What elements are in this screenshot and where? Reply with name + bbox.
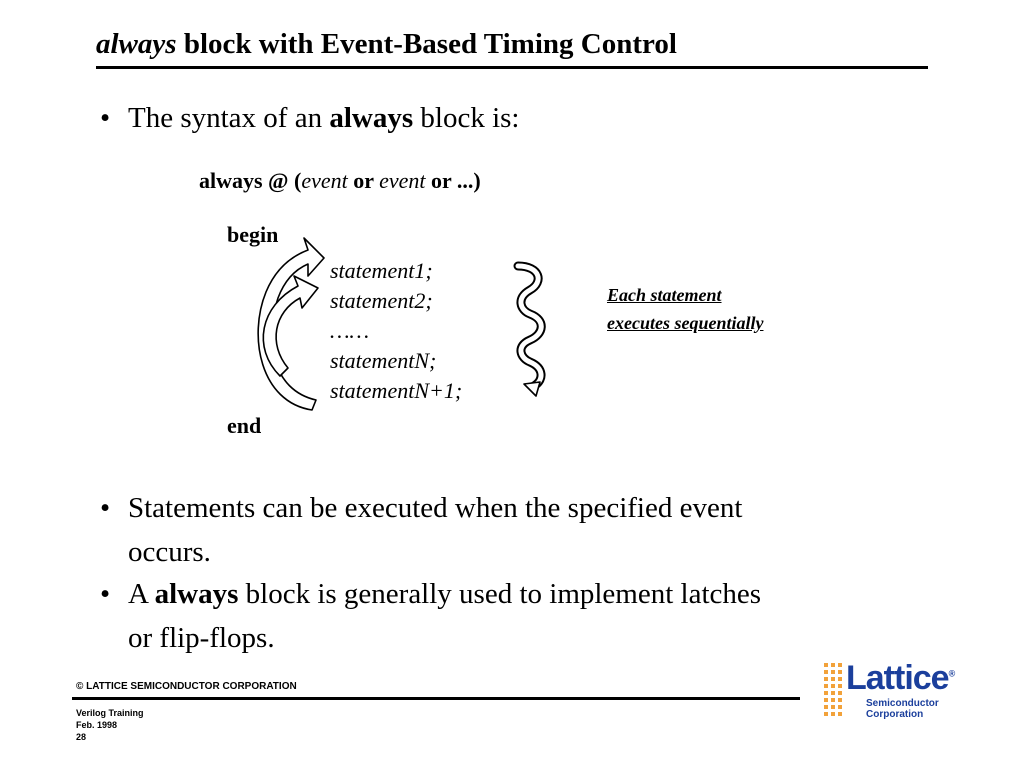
bullet-text-c: block is generally used to implement lat… [238,578,762,610]
logo-sub-2: Corporation [866,709,924,720]
logo-sub-1: Semiconductor [866,698,939,709]
bullet-usage: • A always block is generally used to im… [100,572,762,660]
lattice-logo: Lattice® Semiconductor Corporation [824,659,964,721]
footer-rule [72,697,800,700]
title-keyword: always [96,28,177,60]
logo-registered-mark: ® [948,668,956,679]
always-syntax-line: always @ (event or event or ...) [199,168,481,194]
sequential-note: Each statement executes sequentially [607,281,763,337]
bullet-line-2: occurs. [128,536,211,568]
kw-end: end [227,413,262,438]
bullet-line-2: or flip-flops. [128,622,275,654]
statement-ellipsis: …… [330,318,370,343]
title-underline [96,66,928,69]
statement-list: statement1; statement2; …… statementN; s… [330,256,462,406]
bullet-keyword: always [329,102,414,134]
statement-2: statement2; [330,288,433,313]
logo-name: Lattice [846,659,950,697]
footer-copyright: © LATTICE SEMICONDUCTOR CORPORATION [76,681,297,692]
logo-subtitle: Semiconductor Corporation [866,698,939,720]
note-line-2: executes sequentially [607,313,764,333]
bullet-marker: • [100,102,111,134]
bullet-line-1: Statements can be executed when the spec… [128,492,743,524]
event-1: event [301,168,348,193]
footer-date: Feb. 1998 [76,720,118,730]
bullet-text-a: The syntax of an [128,102,330,134]
logo-dot-grid-icon [824,663,842,716]
bullet-text-c: block is: [413,102,520,134]
bullet-text-a: A [128,578,155,610]
bullet-syntax: • The syntax of an always block is: [100,96,520,140]
note-line-1: Each statement [607,285,722,305]
footer-info: Verilog Training Feb. 1998 28 [76,707,144,743]
footer-page-number: 28 [76,732,87,742]
kw-begin: begin [227,222,279,247]
bullet-marker: • [100,492,111,524]
statement-n-plus-1: statementN+1; [330,378,463,403]
kw-or-2: or ...) [425,168,481,193]
statement-1: statement1; [330,258,433,283]
kw-always: always @ ( [199,168,302,193]
bullet-marker: • [100,578,111,610]
kw-or-1: or [347,168,380,193]
statement-n: statementN; [330,348,437,373]
loop-arrows-icon [257,237,325,411]
bullet-execution: • Statements can be executed when the sp… [100,486,743,574]
event-2: event [379,168,426,193]
title-rest: block with Event-Based Timing Control [176,28,677,60]
footer-course: Verilog Training [76,708,144,718]
logo-wordmark: Lattice® [846,659,956,698]
sequential-zigzag-icon [513,261,546,397]
slide-title: always block with Event-Based Timing Con… [96,28,677,61]
bullet-keyword: always [154,578,239,610]
